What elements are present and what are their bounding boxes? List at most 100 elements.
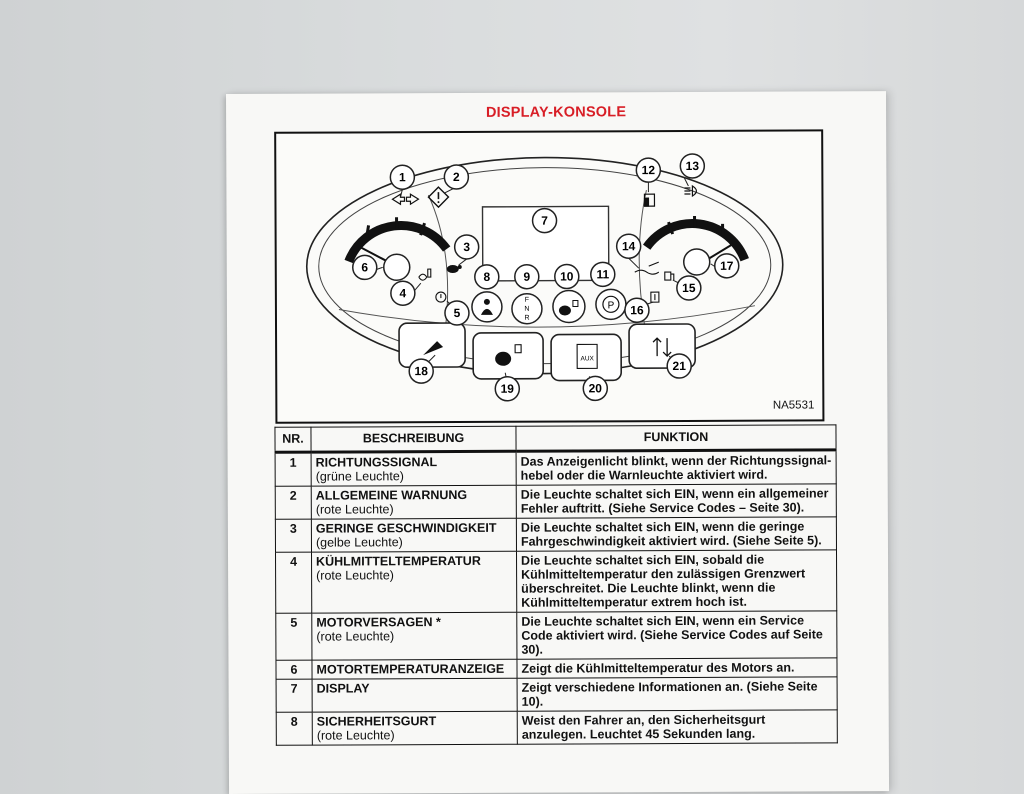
svg-text:5: 5: [454, 306, 461, 320]
svg-text:12: 12: [642, 163, 656, 177]
row-number: 8: [276, 712, 312, 745]
headlight-icon: [684, 186, 696, 196]
battery-icon: [644, 194, 654, 206]
callout-1: 1: [390, 165, 414, 189]
description-title: RICHTUNGSSIGNAL: [316, 455, 512, 470]
svg-text:10: 10: [560, 269, 574, 283]
row-function: Das Anzeigenlicht blinkt, wenn der Richt…: [516, 450, 836, 485]
general-warning-icon: [428, 187, 448, 207]
row-function: Weist den Fahrer an, den Sicherheitsgurt…: [517, 710, 837, 744]
figure-code: NA5531: [773, 399, 815, 411]
callout-11: 11: [591, 262, 615, 286]
svg-text:3: 3: [463, 240, 470, 254]
description-title: MOTORTEMPERATURANZEIGE: [316, 662, 512, 677]
gear-indicator: F N R: [512, 294, 542, 324]
description-subtitle: (rote Leuchte): [316, 568, 512, 583]
row-function: Die Leuchte schaltet sich EIN, sobald di…: [516, 550, 836, 612]
turn-signal-icon: [392, 194, 418, 204]
aux-label: AUX: [580, 355, 594, 362]
row-number: 4: [276, 552, 312, 613]
svg-text:8: 8: [483, 270, 490, 284]
svg-text:15: 15: [682, 281, 696, 295]
row-function: Zeigt verschiedene Informationen an. (Si…: [517, 677, 837, 711]
svg-text:11: 11: [596, 267, 609, 281]
svg-text:21: 21: [672, 359, 686, 373]
row-function: Die Leuchte schaltet sich EIN, wenn die …: [516, 517, 836, 551]
seatbelt-indicator: [472, 292, 502, 322]
callout-8: 8: [475, 265, 499, 289]
row-number: 6: [276, 660, 312, 679]
row-description: GERINGE GESCHWINDIGKEIT(gelbe Leuchte): [311, 518, 516, 552]
table-row: 7 DISPLAY Zeigt verschiedene Information…: [276, 677, 837, 712]
row-number: 3: [275, 519, 311, 552]
fuel-icon: [665, 272, 674, 280]
svg-text:19: 19: [501, 382, 515, 396]
svg-text:9: 9: [523, 270, 530, 284]
description-subtitle: (rote Leuchte): [316, 629, 512, 644]
coolant-temperature-icon: [419, 269, 431, 280]
callout-14: 14: [617, 234, 641, 258]
row-description: MOTORVERSAGEN *(rote Leuchte): [312, 612, 517, 660]
description-title: MOTORVERSAGEN *: [316, 615, 512, 630]
gear-letter-r: R: [524, 315, 529, 322]
svg-text:1: 1: [399, 170, 406, 184]
row-description: DISPLAY: [312, 678, 517, 712]
callout-6: 6: [353, 255, 377, 279]
svg-text:13: 13: [686, 159, 700, 173]
table-header-row: NR. BESCHREIBUNG FUNKTION: [275, 425, 836, 452]
callout-19: 19: [495, 377, 519, 401]
row-number: 2: [275, 486, 311, 519]
table-row: 8 SICHERHEITSGURT(rote Leuchte) Weist de…: [276, 710, 837, 745]
row-description: ALLGEMEINE WARNUNG(rote Leuchte): [311, 485, 516, 519]
row-function: Zeigt die Kühlmitteltemperatur des Motor…: [517, 658, 837, 678]
parking-brake-indicator: P: [596, 289, 626, 319]
svg-text:20: 20: [589, 381, 603, 395]
row-function: Die Leuchte schaltet sich EIN, wenn ein …: [516, 484, 836, 518]
callout-4: 4: [391, 281, 415, 305]
svg-text:2: 2: [453, 170, 460, 184]
callout-18: 18: [409, 359, 433, 383]
table-row: 2 ALLGEMEINE WARNUNG(rote Leuchte) Die L…: [275, 484, 836, 519]
svg-text:14: 14: [622, 239, 636, 253]
description-title: GERINGE GESCHWINDIGKEIT: [316, 521, 512, 536]
description-subtitle: (rote Leuchte): [316, 502, 512, 517]
row-number: 5: [276, 613, 312, 660]
legend-table: NR. BESCHREIBUNG FUNKTION 1 RICHTUNGSSIG…: [274, 424, 837, 745]
svg-text:17: 17: [720, 259, 734, 273]
switch-20-aux: AUX: [551, 334, 621, 380]
table-row: 1 RICHTUNGSSIGNAL(grüne Leuchte) Das Anz…: [275, 450, 836, 486]
svg-text:7: 7: [541, 214, 548, 228]
table-row: 4 KÜHLMITTELTEMPERATUR(rote Leuchte) Die…: [276, 550, 837, 613]
table-row: 3 GERINGE GESCHWINDIGKEIT(gelbe Leuchte)…: [275, 517, 836, 552]
callout-2: 2: [444, 165, 468, 189]
row-description: KÜHLMITTELTEMPERATUR(rote Leuchte): [311, 551, 516, 613]
callout-20: 20: [583, 376, 607, 400]
callout-13: 13: [680, 154, 704, 178]
switch-18: [399, 323, 465, 367]
gear-letter-f: F: [525, 297, 529, 304]
joystick-lock-indicator: [553, 290, 585, 322]
engine-failure-icon: [436, 292, 446, 302]
svg-text:16: 16: [630, 303, 644, 317]
description-title: KÜHLMITTELTEMPERATUR: [316, 554, 512, 569]
row-number: 7: [276, 679, 312, 712]
description-title: DISPLAY: [317, 681, 513, 696]
callout-10: 10: [555, 264, 579, 288]
description-subtitle: (grüne Leuchte): [316, 469, 512, 484]
svg-text:6: 6: [361, 260, 368, 274]
seat-icon: [651, 292, 659, 302]
low-speed-turtle-icon: [447, 265, 462, 273]
parking-brake-letter: P: [608, 300, 615, 311]
description-subtitle: (gelbe Leuchte): [316, 535, 512, 550]
callout-5: 5: [445, 301, 469, 325]
display-console-figure: F N R P: [274, 129, 824, 423]
row-number: 1: [275, 452, 311, 486]
table-row: 5 MOTORVERSAGEN *(rote Leuchte) Die Leuc…: [276, 611, 837, 660]
table-row: 6 MOTORTEMPERATURANZEIGE Zeigt die Kühlm…: [276, 658, 837, 679]
callout-15: 15: [677, 276, 701, 300]
callout-21: 21: [667, 354, 691, 378]
gear-letter-n: N: [524, 306, 529, 313]
switch-19: [473, 333, 543, 379]
svg-text:18: 18: [415, 364, 429, 378]
callout-9: 9: [515, 265, 539, 289]
